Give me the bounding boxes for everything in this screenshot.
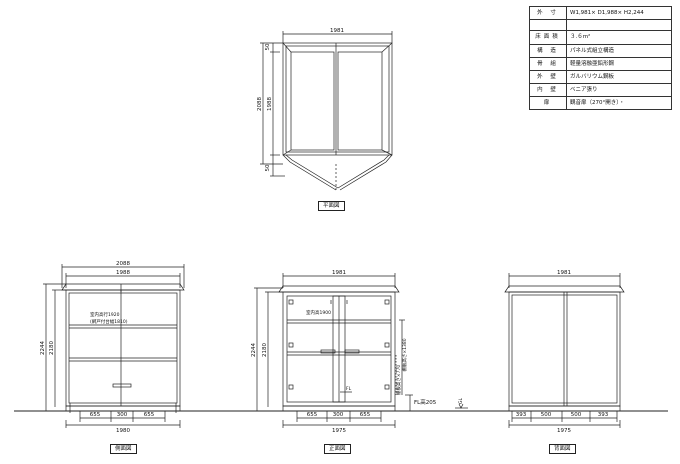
side-top-inner-dim: 1988 [116, 270, 130, 276]
back-top-dim: 1981 [557, 270, 571, 276]
side-view-caption: 側面図 [110, 444, 137, 454]
plan-width-dim: 1981 [330, 28, 344, 34]
spec-row: 扉 観音扉（270°開き）・ [529, 95, 672, 111]
plan-depth-outer-dim: 2088 [257, 97, 263, 111]
side-shelf-note-1: 室内高行1920 [90, 311, 120, 318]
side-height-inner-dim: 2180 [49, 341, 55, 355]
back-dim-bottom-2: 500 [541, 412, 552, 418]
front-dim-bottom-1: 655 [307, 412, 318, 418]
side-dim-bottom-3: 655 [144, 412, 155, 418]
front-height-inner-dim: 2180 [262, 343, 268, 357]
side-dim-bottom-2: 300 [117, 412, 128, 418]
back-dim-bottom-1: 393 [516, 412, 527, 418]
spec-value [566, 19, 672, 32]
spec-key: 外 寸 [529, 5, 567, 21]
side-height-outer-dim: 2244 [40, 341, 46, 355]
spec-key: 扉 [529, 95, 567, 111]
side-view-drawing [43, 264, 185, 428]
side-shelf-note-2: (網戸付台幅1810) [90, 318, 128, 325]
front-dim-bottom-3: 655 [360, 412, 371, 418]
spec-key: 内 壁 [529, 82, 567, 97]
spec-row: 床面積 ３.６m² [529, 30, 672, 45]
spec-key: 外 壁 [529, 69, 567, 84]
front-base-dim: 1975 [332, 428, 346, 434]
front-view-caption: 正面図 [324, 444, 351, 454]
front-fl-note: FL [346, 386, 352, 392]
back-base-dim: 1975 [557, 428, 571, 434]
spec-table: 外 寸 W1,981× D1,988× H2,244 床面積 ３.６m² 構 造… [529, 5, 672, 111]
back-dim-bottom-4: 393 [598, 412, 609, 418]
spec-key: 床面積 [529, 30, 567, 45]
plan-top-offset-dim: 50 [265, 43, 271, 50]
plan-view-caption: 平面図 [318, 201, 345, 211]
front-view-drawing [254, 273, 413, 428]
plan-depth-inner-dim: 1988 [267, 97, 273, 111]
back-view-drawing [455, 273, 625, 428]
plan-bottom-offset-dim: 50 [265, 164, 271, 171]
spec-key [529, 19, 567, 32]
spec-value: W1,981× D1,988× H2,244 [566, 5, 672, 21]
side-base-dim: 1980 [116, 428, 130, 434]
front-top-dim: 1981 [332, 270, 346, 276]
front-dim-bottom-2: 300 [333, 412, 344, 418]
side-dim-bottom-1: 655 [90, 412, 101, 418]
spec-key: 骨 組 [529, 56, 567, 71]
front-height-outer-dim: 2244 [251, 343, 257, 357]
front-shelf-note-low: 棚板高さ×770 [395, 365, 402, 395]
spec-value: ガルバリウム鋼板 [566, 69, 672, 84]
front-inner-height-note: 室内高1900 [306, 309, 331, 316]
spec-row: 構 造 パネル式組立構造 [529, 43, 672, 58]
back-dim-bottom-3: 500 [571, 412, 582, 418]
back-view-caption: 背面図 [549, 444, 576, 454]
spec-value: 観音扉（270°開き）・ [566, 95, 672, 111]
spec-row: 骨 組 軽量溶融亜鉛形鋼 [529, 56, 672, 71]
spec-row [529, 19, 672, 32]
front-fl-height: FL高205 [414, 398, 437, 406]
plan-view-drawing [260, 31, 393, 191]
spec-row: 内 壁 ベニア張り [529, 82, 672, 97]
spec-row: 外 壁 ガルバリウム鋼板 [529, 69, 672, 84]
back-gl-note: GL [458, 398, 464, 404]
spec-value: パネル式組立構造 [566, 43, 672, 58]
spec-value: 軽量溶融亜鉛形鋼 [566, 56, 672, 71]
spec-value: ３.６m² [566, 30, 672, 45]
spec-row: 外 寸 W1,981× D1,988× H2,244 [529, 5, 672, 21]
spec-value: ベニア張り [566, 82, 672, 97]
spec-key: 構 造 [529, 43, 567, 58]
side-top-outer-dim: 2088 [116, 261, 130, 267]
front-shelf-note: 棚板高さ×1380 [401, 338, 408, 371]
